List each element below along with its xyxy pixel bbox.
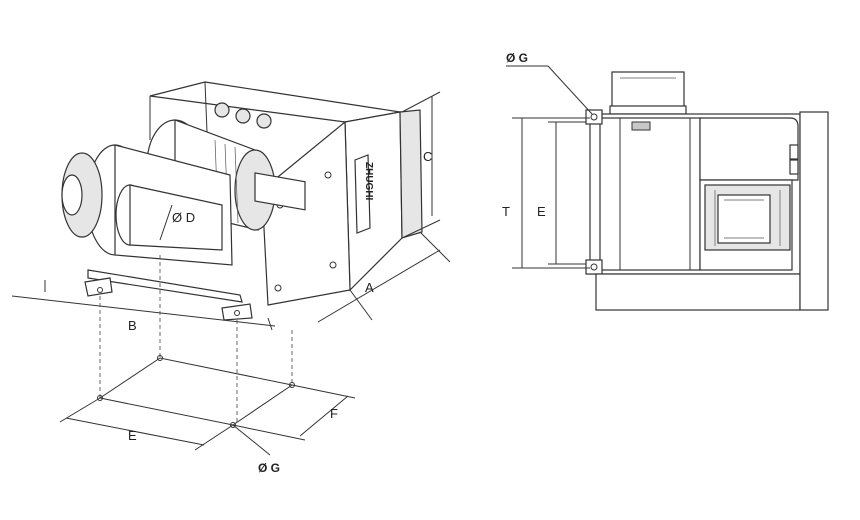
brand-plate: ZHUGHI: [354, 154, 374, 234]
motor-housing-box: [149, 81, 423, 306]
dimension-b: B: [11, 280, 276, 333]
dimension-e-label: E: [128, 428, 137, 443]
winch-drum: [61, 144, 233, 266]
side-view: T E Ø G: [502, 51, 829, 311]
dimension-c: C: [401, 91, 441, 239]
footprint-outline: [97, 355, 295, 428]
projection-lines: [99, 255, 293, 425]
side-base: [595, 111, 829, 311]
dimension-e-side: E: [537, 121, 586, 265]
brand-plate-text: ZHUGHI: [363, 162, 374, 201]
motor-top-cap: [609, 71, 687, 115]
dimension-g-side-label: Ø G: [506, 51, 528, 65]
dimension-e-side-label: E: [537, 204, 546, 219]
dimension-b-label: B: [128, 318, 137, 333]
dimension-g-side: Ø G: [506, 51, 593, 115]
dimension-c-label: C: [423, 149, 432, 164]
dimension-g-iso: Ø G: [232, 424, 280, 475]
dimension-t-label: T: [502, 204, 510, 219]
isometric-view: ZHUGHI: [11, 81, 451, 475]
dimension-f: F: [232, 384, 356, 441]
dimension-g-iso-label: Ø G: [258, 461, 280, 475]
dimension-t: T: [502, 117, 590, 269]
base-frame: [84, 269, 253, 321]
dimension-f-label: F: [330, 406, 338, 421]
dimension-d-label: Ø D: [172, 210, 195, 225]
dimension-a: A: [317, 231, 451, 323]
gear-housing: [699, 117, 799, 271]
dimension-e: E: [59, 397, 234, 451]
dimension-a-label: A: [365, 280, 374, 295]
